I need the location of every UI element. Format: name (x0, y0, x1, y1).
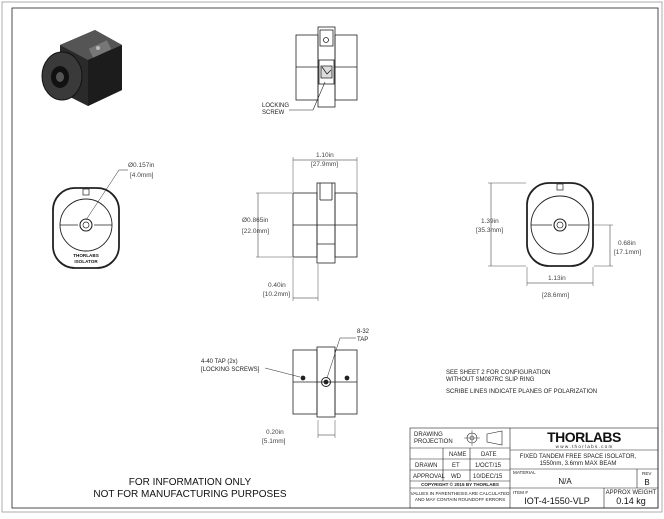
note-line-1: SEE SHEET 2 FOR CONFIGURATION (446, 370, 550, 376)
item-value: IOT-4-1550-VLP (524, 496, 590, 506)
right-height-in: 1.39in (481, 218, 499, 225)
center-offset-in: 0.40in (268, 282, 286, 289)
weight-value: 0.14 kg (616, 496, 646, 506)
locking-screw-label-2: SCREW (262, 110, 285, 116)
material-label: MATERIAL (513, 470, 536, 475)
bottom-view (264, 337, 358, 438)
right-width-in: 1.13in (548, 275, 566, 282)
right-center-in: 0.68in (618, 240, 636, 247)
top-view (295, 26, 358, 108)
item-label: ITEM # (513, 490, 528, 495)
disclaimer-line-2: NOT FOR MANUFACTURING PURPOSES (93, 489, 286, 500)
center-side-view (256, 157, 358, 301)
center-dia-in: Ø0.865in (242, 217, 269, 224)
projection-label-1: DRAWING (414, 432, 443, 438)
thorlabs-logo: THORLABS (547, 429, 621, 445)
tap-440-label-2: [LOCKING SCREWS] (201, 367, 260, 373)
note-line-2: WITHOUT SM087RC SLIP RING (446, 377, 535, 383)
disclaimer-line-1: FOR INFORMATION ONLY (129, 477, 252, 488)
rev-value: B (644, 478, 649, 487)
drawn-date: 1/OCT/15 (475, 463, 502, 469)
right-height-mm: [35.3mm] (476, 227, 503, 234)
center-width-mm: [27.9mm] (311, 161, 338, 168)
approval-date: 10/DEC/15 (473, 474, 503, 480)
inner-border (11, 7, 659, 509)
approval-label: APPROVAL (413, 474, 446, 480)
title-block (409, 427, 659, 509)
locking-screw-callout: LOCKING SCREW (262, 81, 326, 116)
left-dia-in: Ø0.157in (128, 162, 155, 169)
rounding-note-1: VALUES IN PARENTHESIS ARE CALCULATED (411, 491, 510, 496)
rev-label: REV (642, 471, 652, 476)
description-line-1: FIXED TANDEM FREE SPACE ISOLATOR, (520, 454, 637, 460)
right-end-view (488, 182, 613, 286)
engraving-line-2: ISOLATOR (74, 259, 98, 264)
projection-label-2: PROJECTION (414, 439, 453, 445)
header-name: NAME (449, 452, 466, 458)
center-dia-mm: [22.0mm] (242, 228, 269, 235)
left-end-view (52, 169, 128, 269)
tap-832-label-2: TAP (357, 337, 368, 343)
material-value: N/A (558, 477, 572, 486)
center-width-in: 1.10in (316, 152, 334, 159)
tap-440-label-1: 4-40 TAP (2x) (201, 359, 238, 365)
approval-name: WD (451, 474, 462, 480)
locking-screw-label-1: LOCKING (262, 103, 289, 109)
website: w w w . t h o r l a b s . c o m (556, 444, 613, 449)
right-width-mm: [28.6mm] (542, 292, 569, 299)
left-dia-mm: [4.0mm] (130, 172, 154, 179)
note-line-3: SCRIBE LINES INDICATE PLANES OF POLARIZA… (446, 389, 597, 395)
description-line-2: 1550nm, 3.6mm MAX BEAM (540, 461, 617, 467)
header-date: DATE (481, 452, 497, 458)
engraving-line-1: THORLABS (73, 253, 99, 258)
isometric-render (41, 30, 122, 106)
copyright: COPYRIGHT © 2015 BY THORLABS (421, 481, 499, 487)
rounding-note-2: AND MAY CONTAIN ROUNDOFF ERRORS (415, 497, 505, 502)
weight-label: APPROX WEIGHT (606, 490, 657, 496)
drawn-label: DRAWN (415, 463, 437, 469)
drawn-name: ET (452, 463, 460, 469)
right-center-mm: [17.1mm] (614, 249, 641, 256)
bottom-offset-mm: [5.1mm] (262, 438, 286, 445)
tap-832-label-1: 8-32 (357, 329, 370, 335)
bottom-offset-in: 0.20in (266, 429, 284, 436)
center-offset-mm: [10.2mm] (263, 291, 290, 298)
